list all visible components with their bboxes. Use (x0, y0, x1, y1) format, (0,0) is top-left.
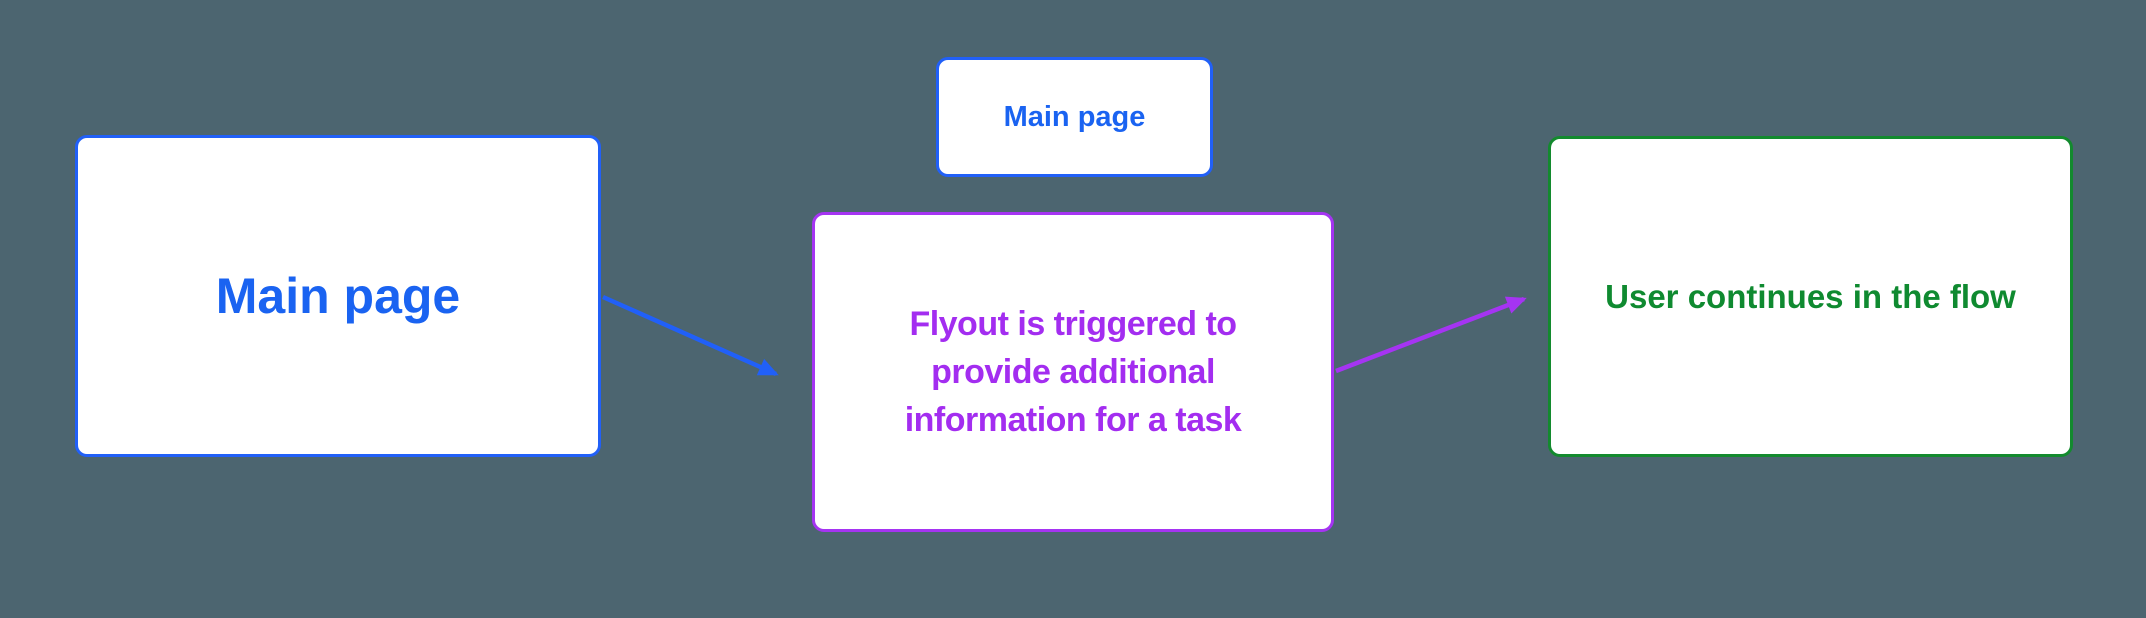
node-main-page-label: Main page (215, 268, 461, 324)
connector-flyout-to-continue[interactable] (1335, 296, 1527, 374)
node-user-continues-label: User continues in the flow (1605, 277, 2016, 315)
node-user-continues[interactable]: User continues in the flow (1548, 136, 2073, 457)
node-flyout-triggered-label: Flyout is triggered to provide additiona… (904, 305, 1242, 439)
node-main-page[interactable]: Main page (75, 135, 601, 457)
node-main-page-small[interactable]: Main page (936, 57, 1213, 177)
connector-main-to-flyout[interactable] (602, 294, 779, 377)
node-main-page-small-label: Main page (1003, 100, 1146, 133)
node-flyout-triggered[interactable]: Flyout is triggered to provide additiona… (812, 212, 1334, 532)
